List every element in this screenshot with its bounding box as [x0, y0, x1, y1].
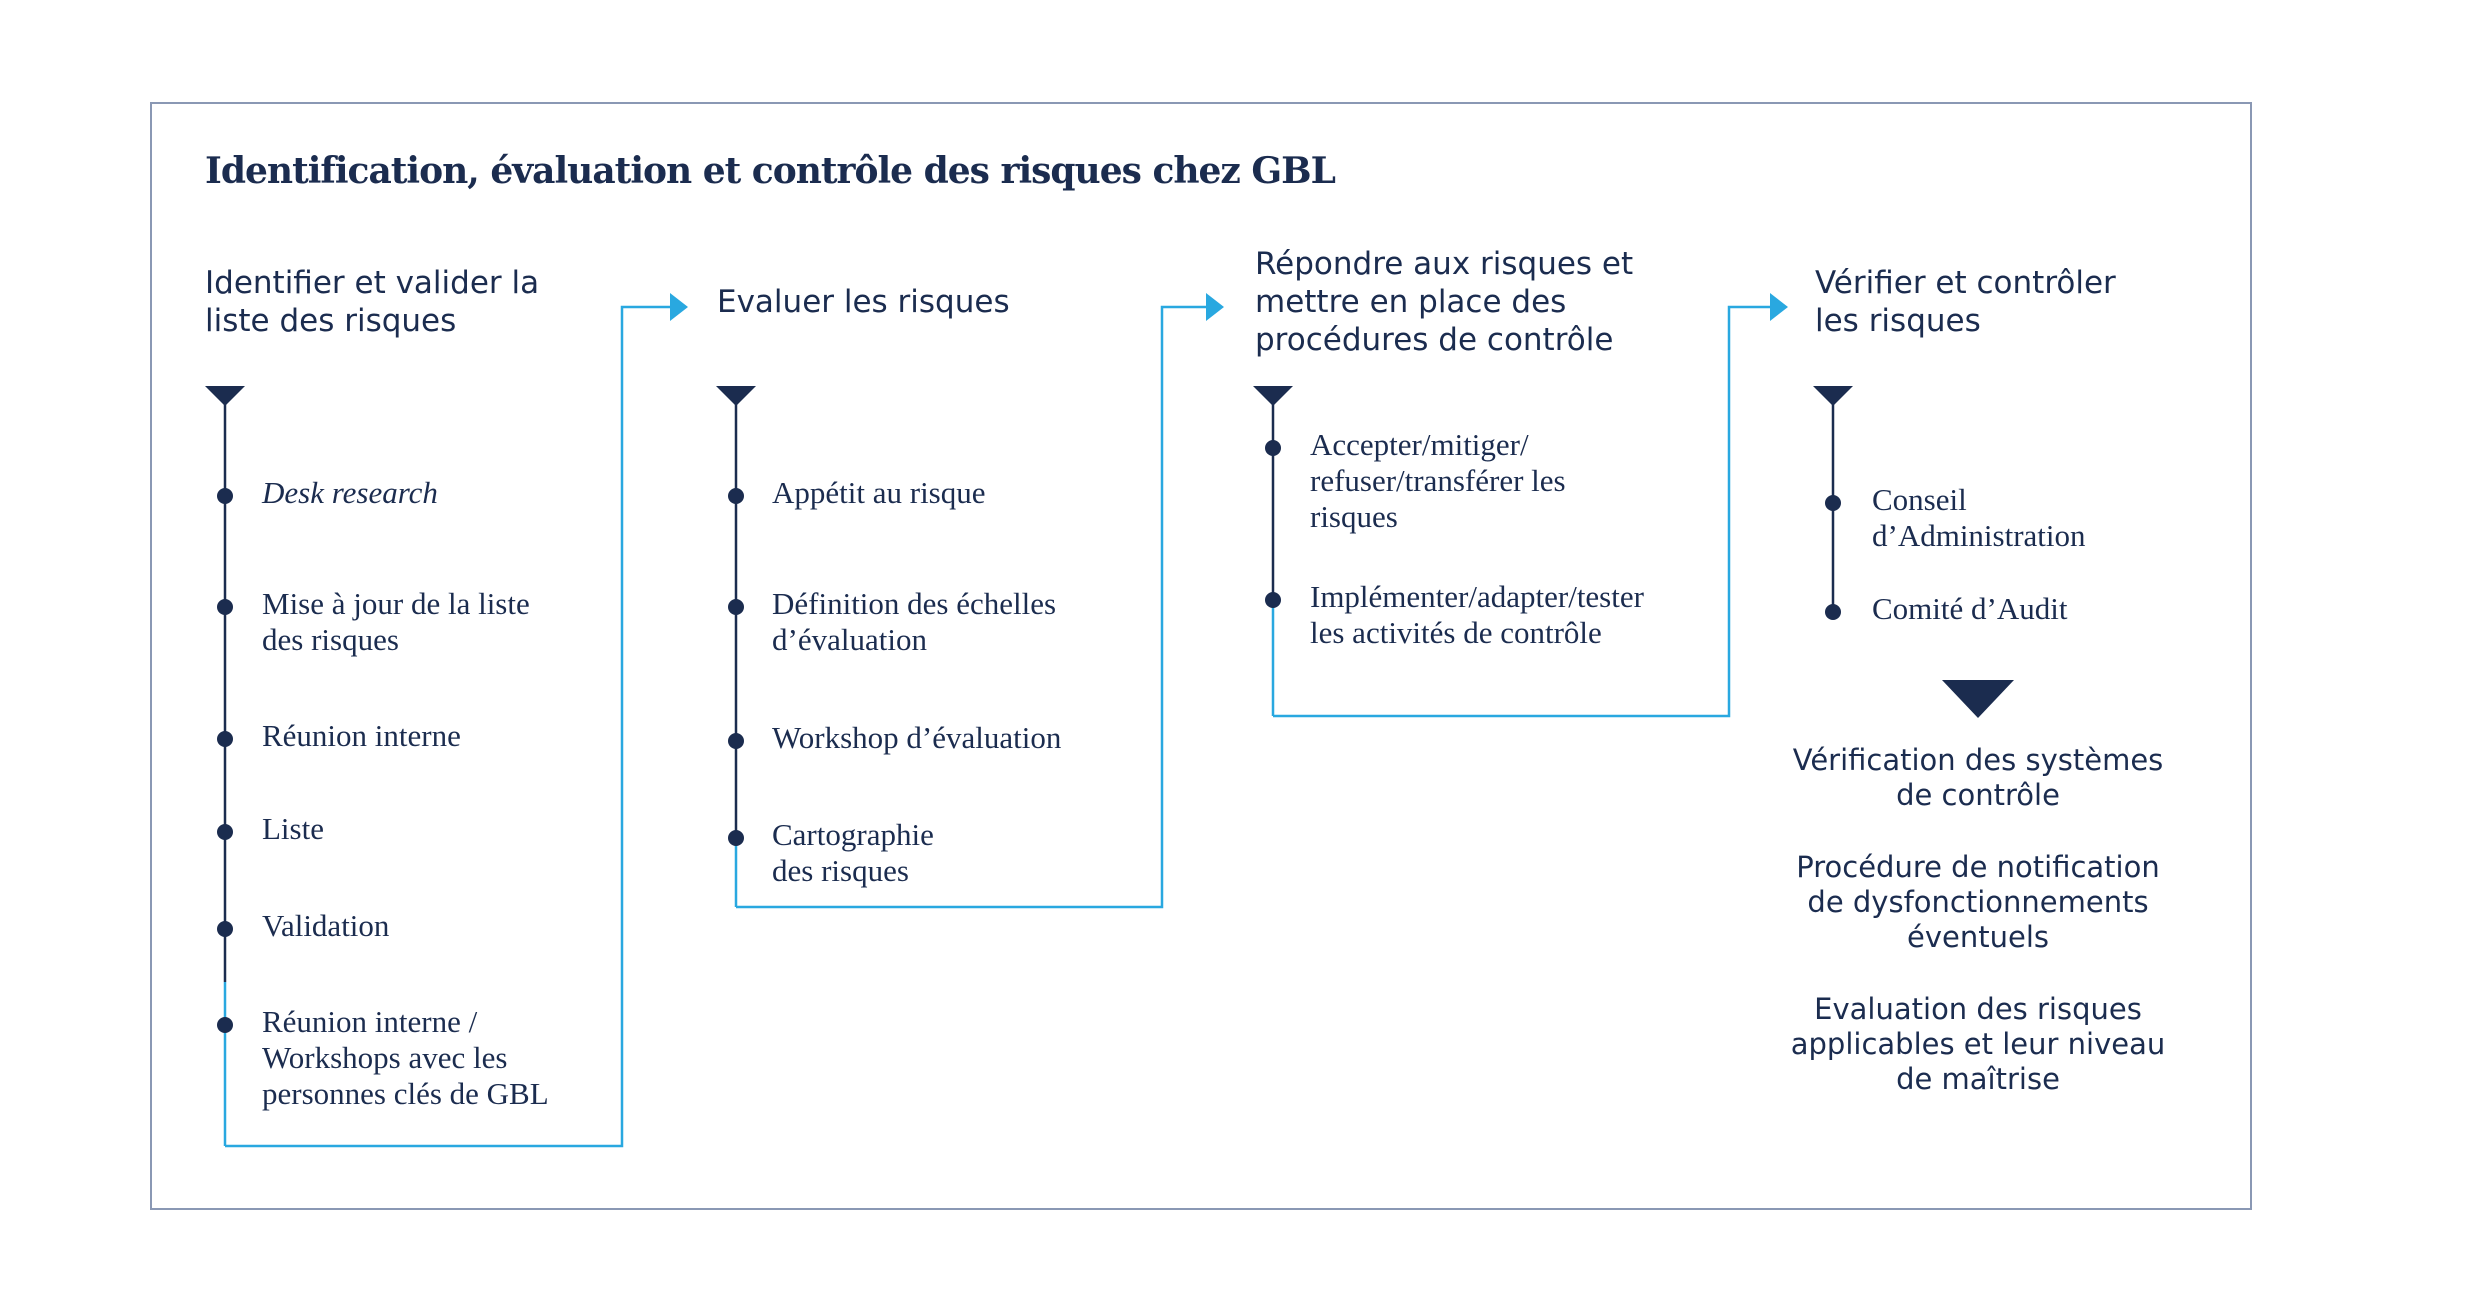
column-2-item: Définition des échelles d’évaluation — [772, 586, 1057, 657]
column-3-bullet — [1265, 592, 1281, 608]
diagram-frame — [150, 102, 2252, 1210]
column-1-bullet — [217, 824, 233, 840]
column-1-start-marker — [205, 386, 245, 406]
outcome-text: Vérification des systèmes de contrôle — [1792, 743, 2164, 812]
column-2-heading: Evaluer les risques — [717, 284, 1010, 320]
connector-2-to-3-arrowhead — [1206, 293, 1224, 321]
column-1-bullet — [217, 921, 233, 937]
column-3-bullet — [1265, 440, 1281, 456]
column-2-item: Appétit au risque — [772, 475, 986, 510]
column-1-item: Réunion interne / Workshops avec les per… — [262, 1004, 549, 1111]
column-2-bullet — [728, 830, 744, 846]
connector-3-to-4 — [1273, 305, 1775, 718]
connector-1-to-2-arrowhead — [670, 293, 688, 321]
connector-1-to-2 — [225, 305, 675, 1148]
column-1-bullet — [217, 731, 233, 747]
outcome-text: Procédure de notification de dysfonction… — [1796, 850, 2160, 954]
column-1-item: Liste — [262, 811, 324, 846]
column-4-bullet — [1825, 495, 1841, 511]
column-4-start-marker — [1813, 386, 1853, 406]
column-1-bullet — [217, 1017, 233, 1033]
column-4-item: Comité d’Audit — [1872, 591, 2068, 626]
column-1-bullet — [217, 488, 233, 504]
column-2-bullet — [728, 488, 744, 504]
column-1-heading: Identifier et valider la liste des risqu… — [205, 265, 540, 339]
column-1-item: Mise à jour de la liste des risques — [262, 586, 530, 657]
column-2-start-marker — [716, 386, 756, 406]
column-1-item: Réunion interne — [262, 718, 461, 753]
connector-2-to-3 — [736, 305, 1210, 909]
column-2-bullet — [728, 599, 744, 615]
column-4-heading: Vérifier et contrôler les risques — [1815, 265, 2116, 339]
column-4-item: Conseil d’Administration — [1872, 482, 2086, 553]
column-1-bullet — [217, 599, 233, 615]
connector-3-to-4-arrowhead — [1770, 293, 1788, 321]
column-1-item: Desk research — [262, 475, 438, 510]
diagram-title: Identification, évaluation et contrôle d… — [205, 150, 1336, 192]
column-3-item: Implémenter/adapter/tester les activités… — [1310, 579, 1644, 650]
column-2-item: Cartographie des risques — [772, 817, 934, 888]
column-4-bullet — [1825, 604, 1841, 620]
column-2-bullet — [728, 733, 744, 749]
column-1-item: Validation — [262, 908, 390, 943]
outcome-text: Evaluation des risques applicables et le… — [1790, 992, 2166, 1096]
column-3-heading: Répondre aux risques et mettre en place … — [1255, 246, 1634, 358]
outcome-marker — [1942, 680, 2014, 718]
column-3-start-marker — [1253, 386, 1293, 406]
column-3-item: Accepter/mitiger/ refuser/transférer les… — [1310, 427, 1566, 534]
column-2-item: Workshop d’évaluation — [772, 720, 1062, 755]
